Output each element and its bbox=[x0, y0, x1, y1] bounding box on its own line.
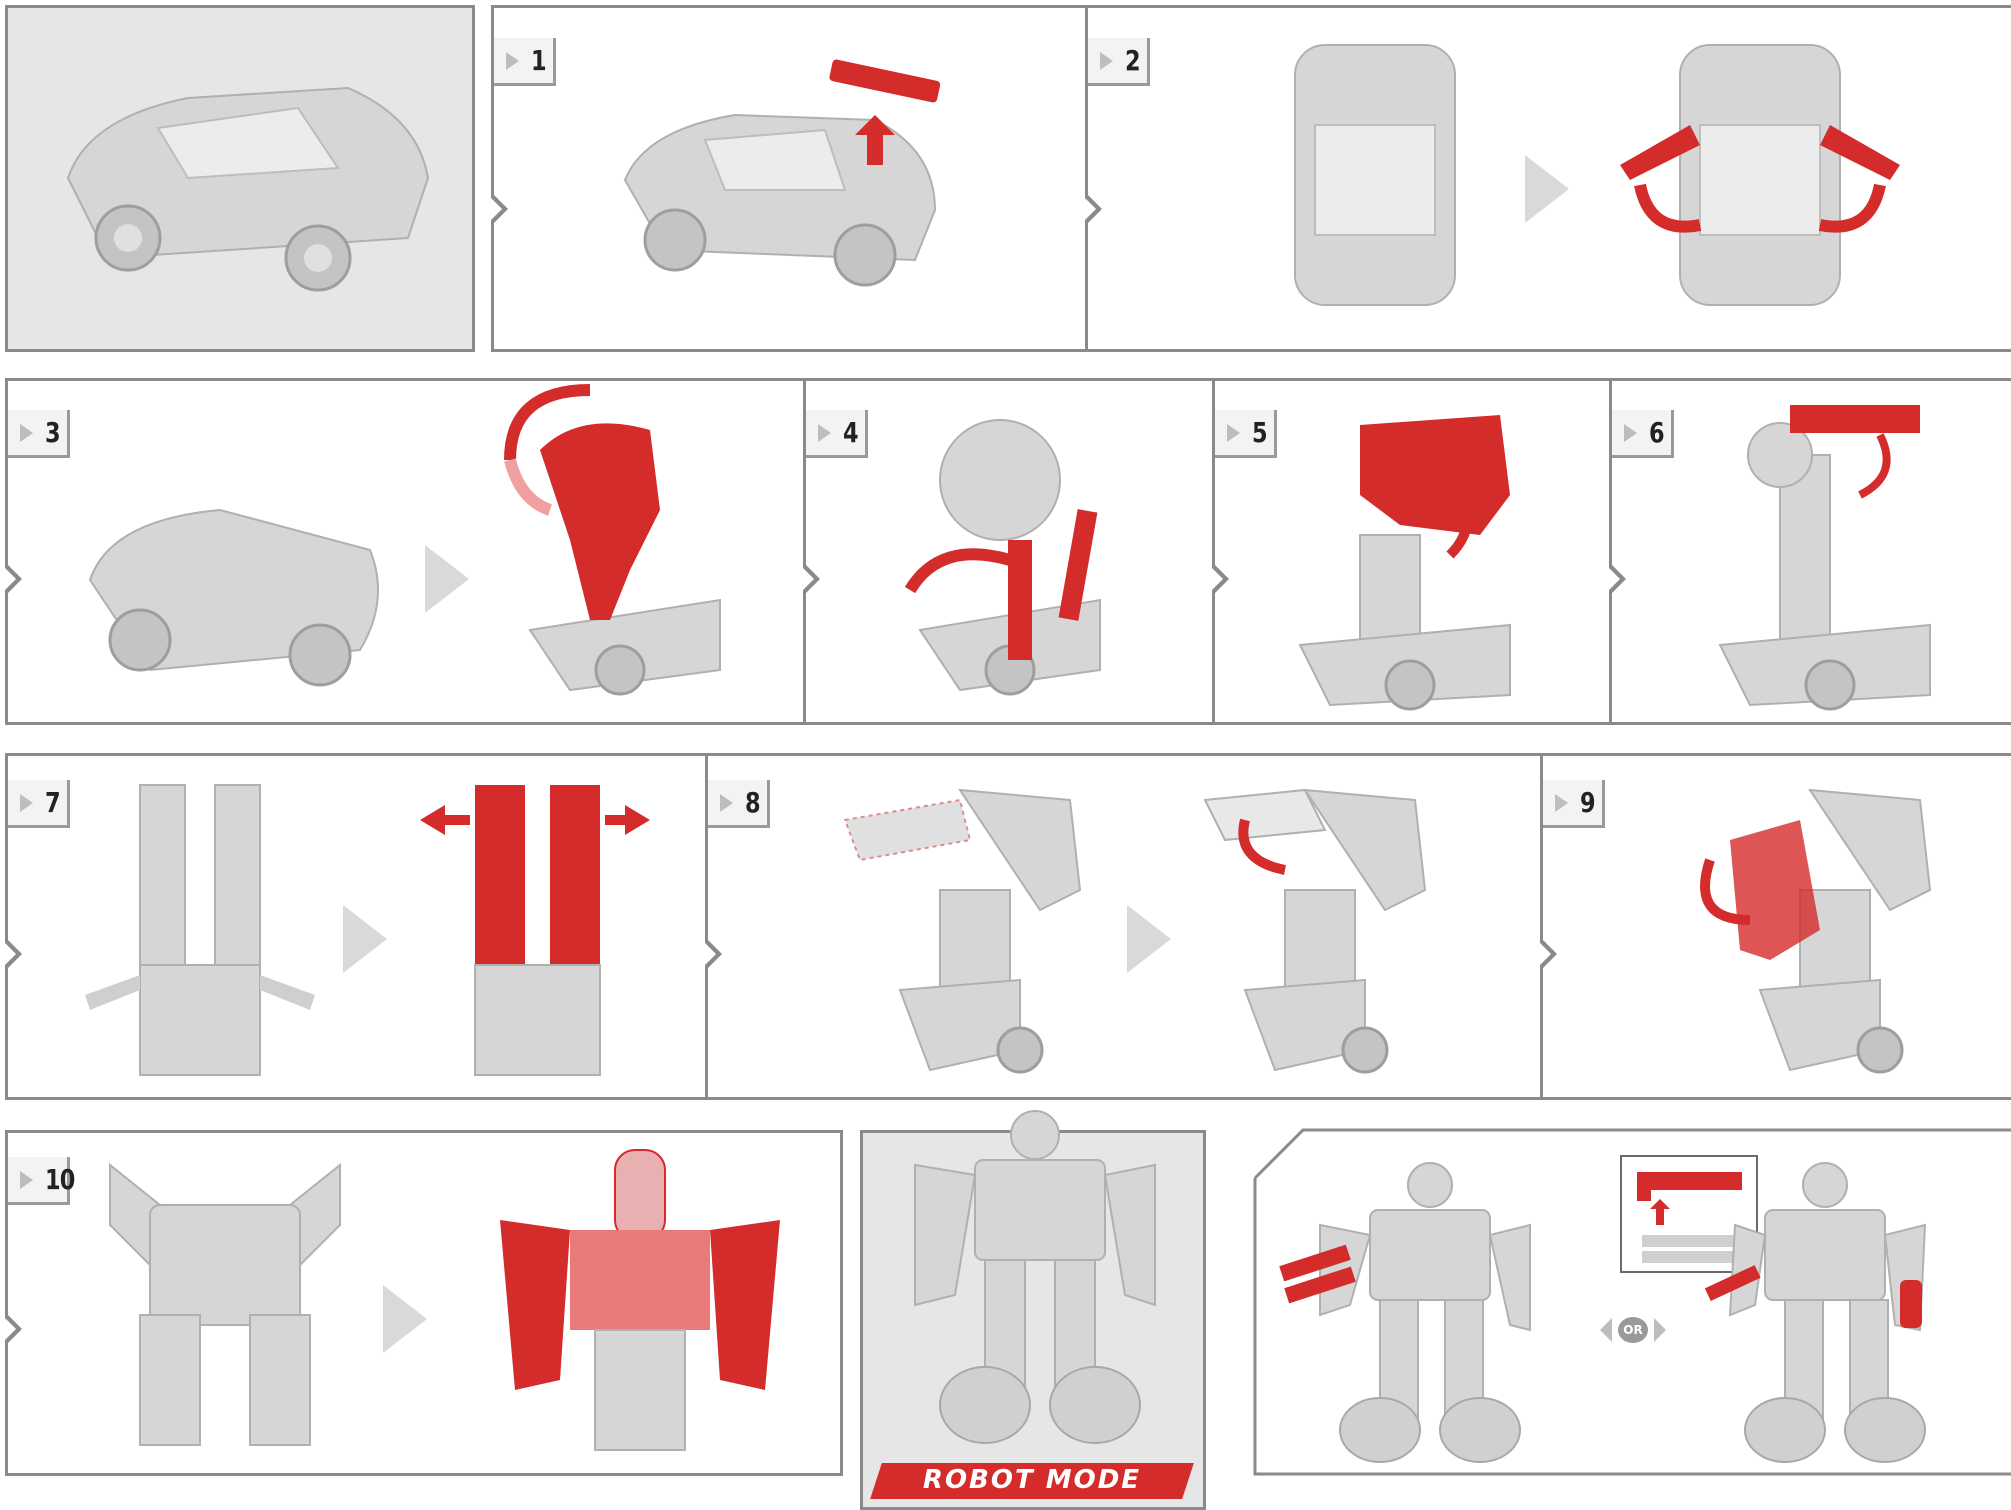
step-2-figure-a bbox=[1285, 35, 1465, 315]
step-number: 4 bbox=[843, 416, 858, 449]
step-number: 7 bbox=[45, 786, 60, 819]
panel-notch bbox=[806, 565, 820, 593]
play-icon bbox=[1227, 424, 1240, 442]
step-7-figure-b bbox=[415, 770, 655, 1085]
or-badge: OR bbox=[1598, 1308, 1668, 1352]
step-10-figure-b bbox=[485, 1140, 795, 1460]
step-tab-10: 10 bbox=[8, 1157, 70, 1205]
robot-option-a bbox=[1280, 1155, 1540, 1465]
panel-notch bbox=[708, 940, 722, 968]
step-tab-3: 3 bbox=[8, 410, 70, 458]
next-arrow bbox=[383, 1285, 427, 1353]
play-icon bbox=[20, 424, 33, 442]
play-icon bbox=[1624, 424, 1637, 442]
next-arrow bbox=[343, 905, 387, 973]
panel-notch bbox=[1543, 940, 1557, 968]
step-number: 9 bbox=[1580, 786, 1595, 819]
panel-notch bbox=[8, 940, 22, 968]
step-tab-6: 6 bbox=[1612, 410, 1674, 458]
step-7-figure-a bbox=[85, 775, 315, 1085]
step-tab-9: 9 bbox=[1543, 780, 1605, 828]
step-5-figure bbox=[1300, 405, 1530, 715]
step-3-figure-b bbox=[490, 370, 740, 700]
robot-option-b bbox=[1715, 1155, 1975, 1465]
play-icon bbox=[506, 52, 519, 70]
step-9-figure bbox=[1680, 780, 1940, 1080]
step-3-figure-a bbox=[80, 490, 400, 690]
step-number: 6 bbox=[1649, 416, 1664, 449]
step-number: 2 bbox=[1125, 44, 1140, 77]
vehicle-mode-panel bbox=[5, 5, 475, 352]
step-6-figure bbox=[1710, 395, 1940, 715]
step-tab-5: 5 bbox=[1215, 410, 1277, 458]
step-tab-1: 1 bbox=[494, 38, 556, 86]
play-icon bbox=[818, 424, 831, 442]
step-4-figure bbox=[900, 410, 1130, 710]
robot-mode-label: ROBOT MODE bbox=[876, 1465, 1188, 1495]
step-8-figure-a bbox=[840, 780, 1090, 1080]
step-number: 10 bbox=[45, 1163, 75, 1196]
or-label: OR bbox=[1618, 1317, 1648, 1343]
play-icon bbox=[1555, 794, 1568, 812]
step-2-figure-b bbox=[1610, 35, 1910, 315]
step-number: 3 bbox=[45, 416, 60, 449]
panel-notch bbox=[8, 1315, 22, 1343]
car-illustration bbox=[48, 58, 438, 298]
step-number: 1 bbox=[531, 44, 546, 77]
step-number: 5 bbox=[1252, 416, 1267, 449]
step-10-figure-a bbox=[100, 1145, 350, 1455]
play-icon bbox=[20, 1171, 33, 1189]
step-tab-4: 4 bbox=[806, 410, 868, 458]
step-tab-8: 8 bbox=[708, 780, 770, 828]
step-number: 8 bbox=[745, 786, 760, 819]
panel-notch bbox=[1215, 565, 1229, 593]
step-8-figure-b bbox=[1195, 780, 1435, 1080]
play-icon bbox=[720, 794, 733, 812]
panel-notch bbox=[494, 195, 508, 223]
panel-notch bbox=[8, 565, 22, 593]
next-arrow bbox=[425, 545, 469, 613]
robot-mode-banner: ROBOT MODE bbox=[876, 1463, 1188, 1499]
panel-notch bbox=[1612, 565, 1626, 593]
next-arrow bbox=[1127, 905, 1171, 973]
play-icon bbox=[1100, 52, 1113, 70]
next-arrow bbox=[1525, 155, 1569, 223]
play-icon bbox=[20, 794, 33, 812]
panel-notch bbox=[1088, 195, 1102, 223]
robot-illustration bbox=[895, 1105, 1175, 1455]
step-1-figure bbox=[615, 60, 955, 300]
step-tab-7: 7 bbox=[8, 780, 70, 828]
step-tab-2: 2 bbox=[1088, 38, 1150, 86]
